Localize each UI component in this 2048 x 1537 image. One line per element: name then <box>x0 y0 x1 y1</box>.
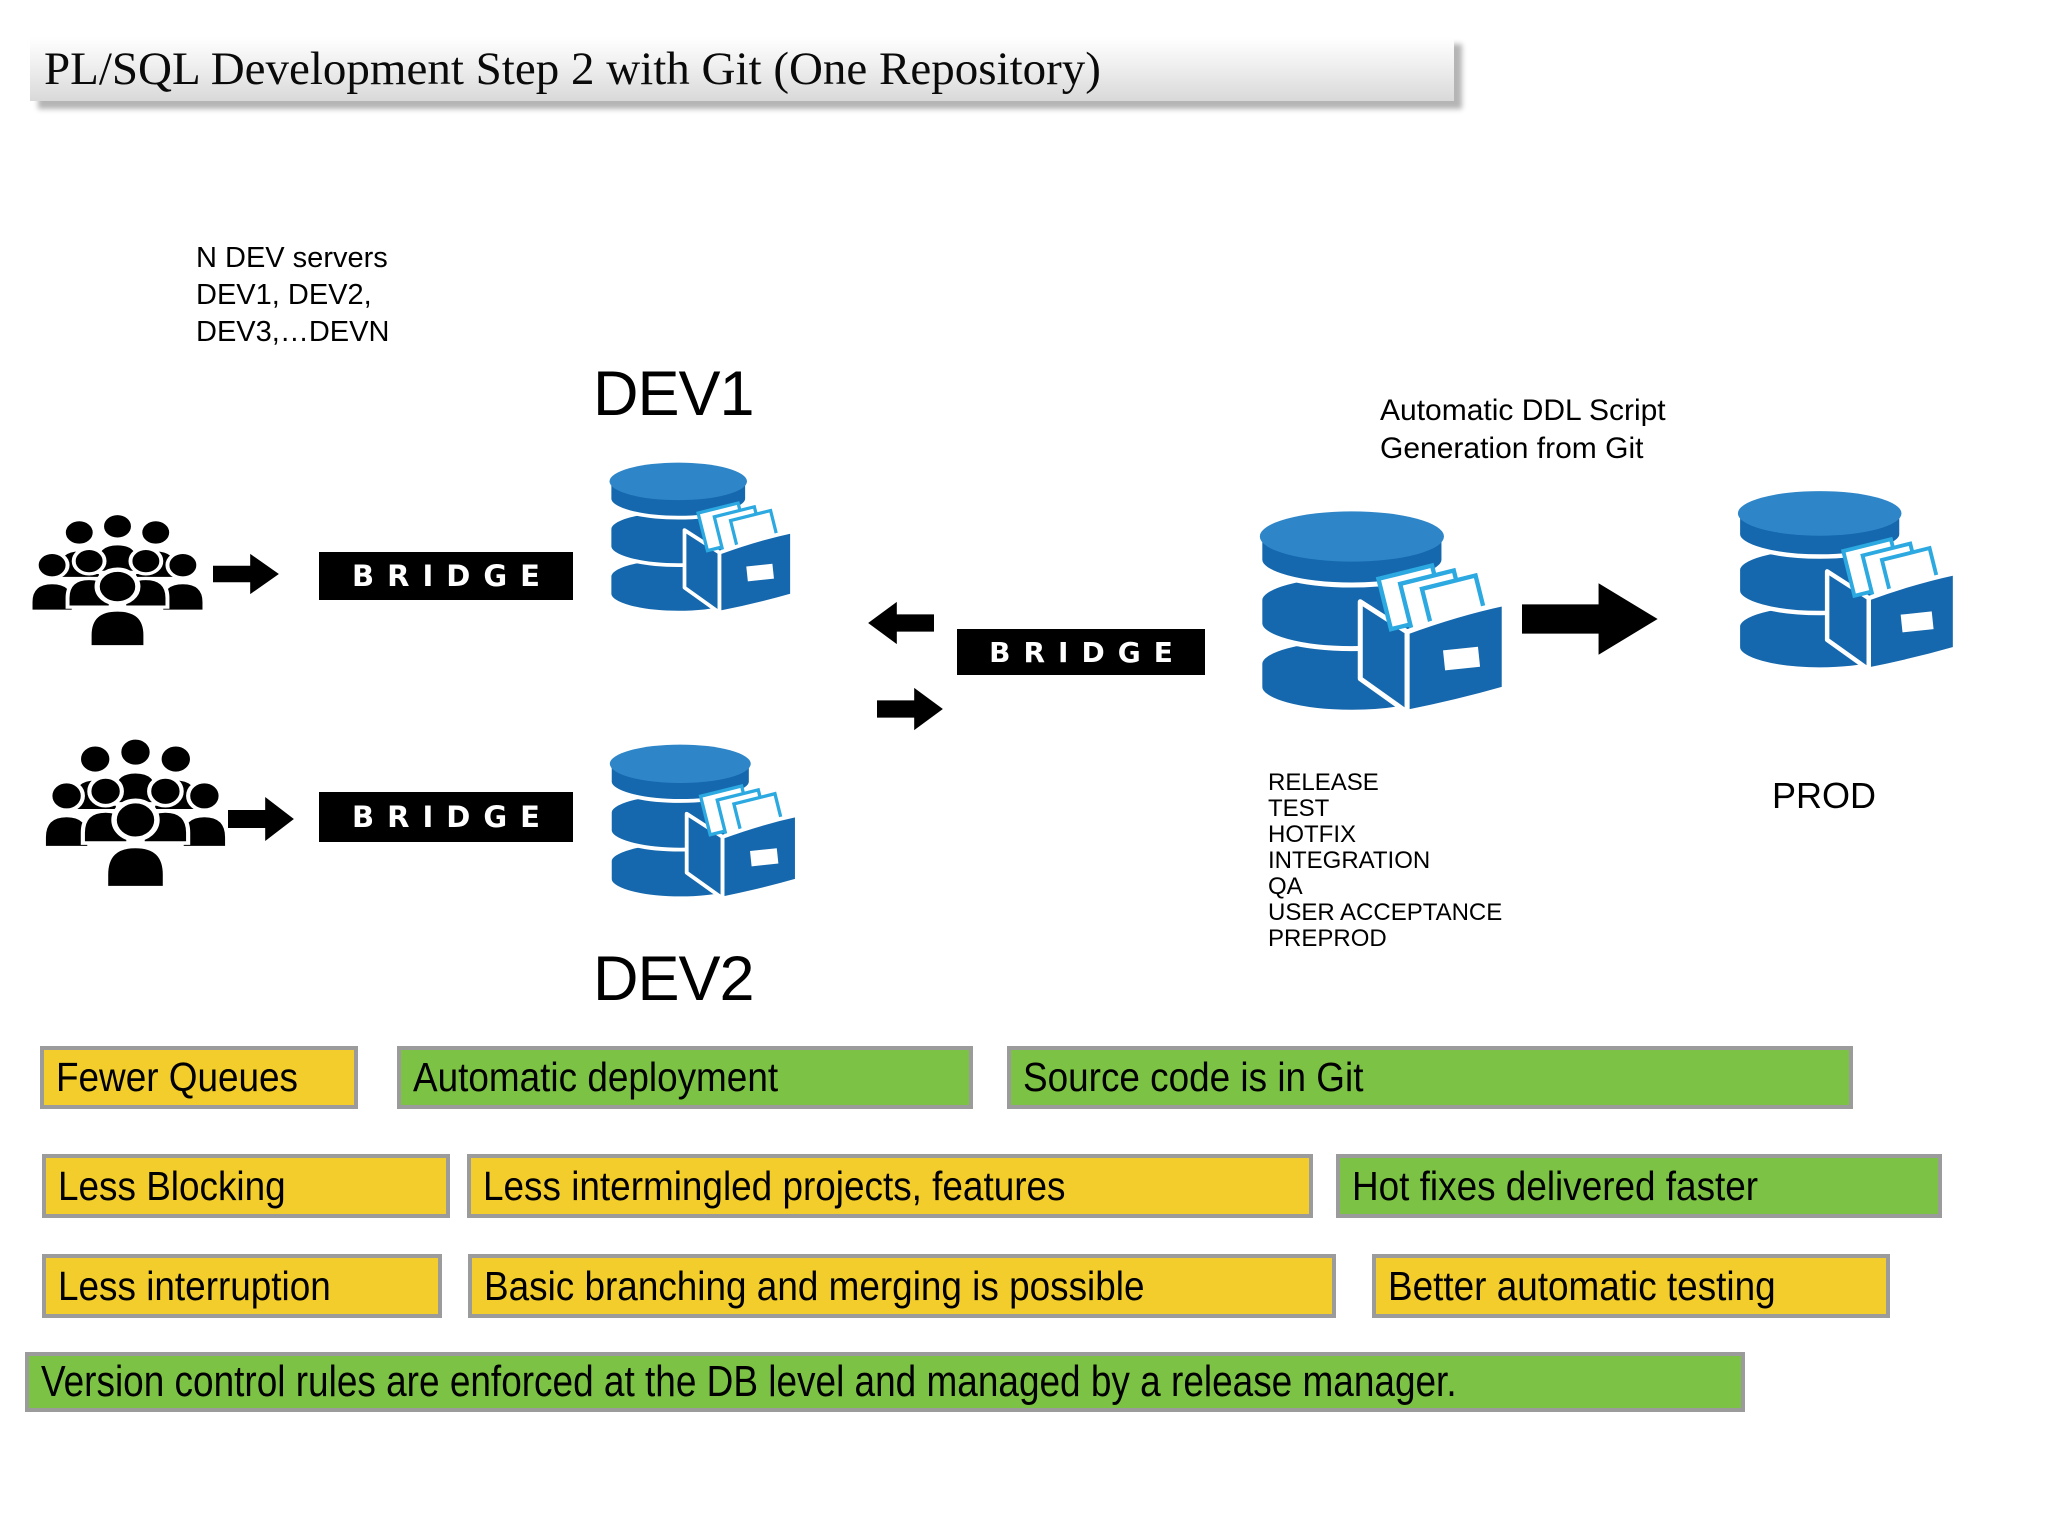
prod-label: PROD <box>1772 775 1877 816</box>
benefit-label: Hot fixes delivered faster <box>1352 1162 1759 1209</box>
environment-item: USER ACCEPTANCE <box>1268 899 1503 926</box>
environment-item: INTEGRATION <box>1268 847 1431 874</box>
bridge-label: BRIDGE <box>352 559 553 593</box>
users-group-icon <box>25 512 210 647</box>
benefit-box-less-intermingled: Less intermingled projects, features <box>467 1154 1313 1218</box>
benefit-label: Basic branching and merging is possible <box>484 1262 1145 1309</box>
title-bar: PL/SQL Development Step 2 with Git (One … <box>30 36 1454 101</box>
database-icon-prod <box>1723 488 1961 689</box>
ddl-generation-note: Automatic DDL Script Generation from Git <box>1380 392 1666 468</box>
ddl-note-line-2: Generation from Git <box>1380 432 1644 465</box>
bridge-logo-dev1: BRIDGE <box>319 552 573 600</box>
version-control-banner: Version control rules are enforced at th… <box>25 1352 1745 1412</box>
users-group-icon <box>38 736 233 888</box>
benefit-label: Better automatic testing <box>1388 1262 1776 1309</box>
benefit-box-hot-fixes-faster: Hot fixes delivered faster <box>1336 1154 1942 1218</box>
bridge-logo-dev2: BRIDGE <box>319 792 573 842</box>
benefit-box-automatic-deployment: Automatic deployment <box>397 1046 973 1109</box>
bridge-logo-central: BRIDGE <box>957 629 1205 675</box>
benefit-box-less-blocking: Less Blocking <box>42 1154 450 1218</box>
database-icon-dev2 <box>597 742 802 915</box>
page-title: PL/SQL Development Step 2 with Git (One … <box>44 43 1101 95</box>
arrow-left-icon <box>868 601 934 645</box>
benefit-label: Less interruption <box>58 1262 331 1309</box>
database-icon-central <box>1243 508 1511 734</box>
environment-item: RELEASE <box>1268 769 1379 796</box>
environment-item: HOTFIX <box>1268 821 1356 848</box>
environment-item: PREPROD <box>1268 925 1387 952</box>
arrow-right-icon <box>1522 583 1658 655</box>
banner-text: Version control rules are enforced at th… <box>41 1357 1457 1406</box>
benefit-box-basic-branching: Basic branching and merging is possible <box>468 1254 1336 1318</box>
benefit-label: Source code is in Git <box>1023 1054 1364 1100</box>
benefit-box-less-interruption: Less interruption <box>42 1254 442 1318</box>
bridge-label: BRIDGE <box>352 800 553 834</box>
note-line-2: DEV1, DEV2, <box>196 279 372 311</box>
benefit-label: Automatic deployment <box>413 1054 779 1100</box>
dev1-label: DEV1 <box>593 359 755 429</box>
arrow-right-icon <box>877 687 943 731</box>
benefit-label: Less intermingled projects, features <box>483 1162 1066 1209</box>
bridge-label: BRIDGE <box>989 635 1186 669</box>
database-icon-dev1 <box>597 460 797 629</box>
note-line-1: N DEV servers <box>196 242 388 274</box>
benefit-box-better-testing: Better automatic testing <box>1372 1254 1890 1318</box>
dev-servers-note: N DEV servers DEV1, DEV2, DEV3,…DEVN <box>196 240 389 351</box>
environment-item: TEST <box>1268 795 1330 822</box>
arrow-right-icon <box>213 553 279 595</box>
ddl-note-line-1: Automatic DDL Script <box>1380 394 1666 427</box>
benefit-box-source-code-in-git: Source code is in Git <box>1007 1046 1853 1109</box>
environment-item: QA <box>1268 873 1303 900</box>
arrow-right-icon <box>228 797 294 841</box>
benefit-label: Less Blocking <box>58 1162 286 1209</box>
benefit-box-fewer-queues: Fewer Queues <box>40 1046 358 1109</box>
environment-list: RELEASE TEST HOTFIX INTEGRATION QA USER … <box>1268 770 1502 952</box>
note-line-3: DEV3,…DEVN <box>196 316 390 348</box>
benefit-label: Fewer Queues <box>56 1054 299 1100</box>
dev2-label: DEV2 <box>593 944 755 1014</box>
